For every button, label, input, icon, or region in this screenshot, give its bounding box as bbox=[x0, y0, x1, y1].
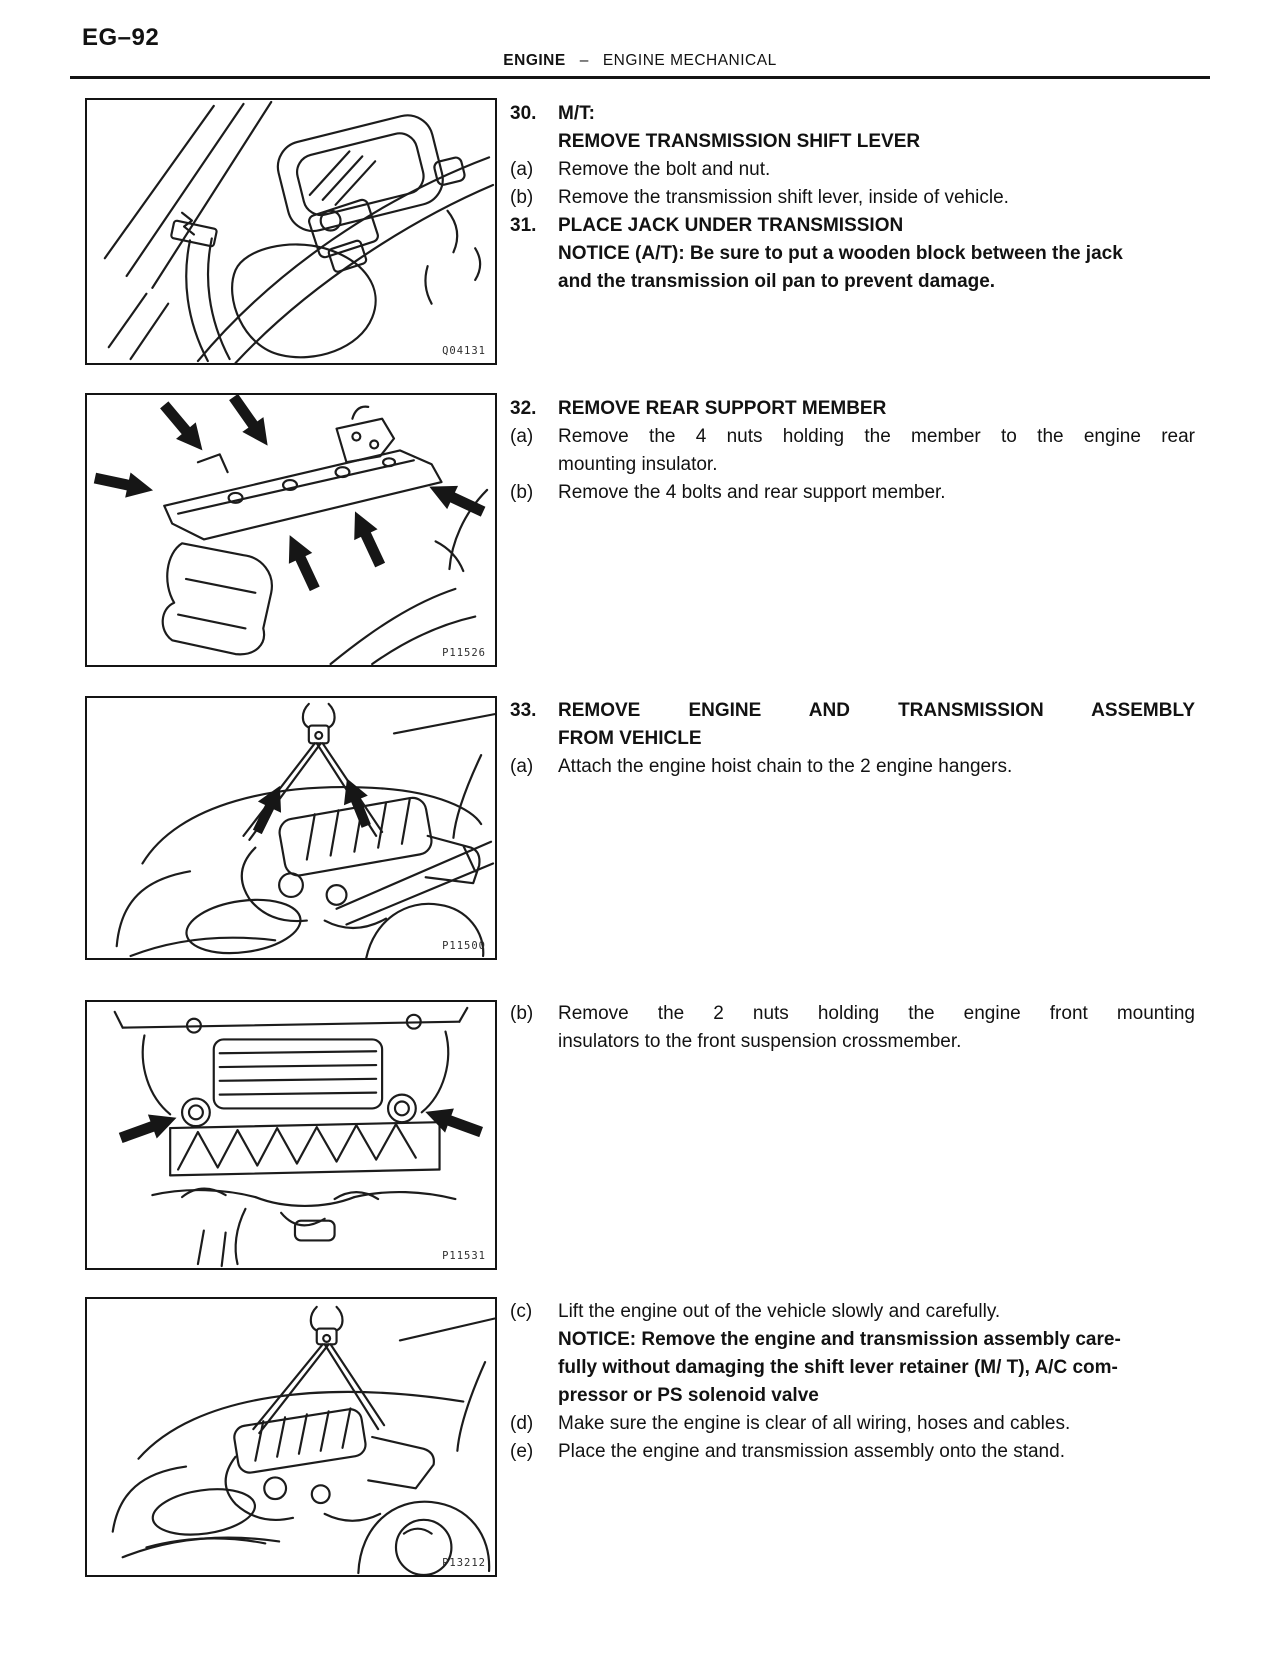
substep-text-line: Remove the 4 nuts holding the member to … bbox=[558, 426, 1195, 447]
substep-b: (b) Remove the transmission shift lever,… bbox=[510, 184, 1195, 212]
step-heading-33: 33. REMOVE ENGINE AND TRANSMISSION ASSEM… bbox=[510, 697, 1195, 753]
running-header-section: ENGINE bbox=[503, 52, 566, 69]
figure-box-engine-removal: P13212 bbox=[85, 1297, 497, 1577]
substep-d: (d) Make sure the engine is clear of all… bbox=[510, 1410, 1195, 1438]
step-heading-30: 30. M/T: REMOVE TRANSMISSION SHIFT LEVER bbox=[510, 100, 1195, 156]
substep-text: Remove the 4 bolts and rear support memb… bbox=[558, 482, 946, 503]
engine-removal-illustration bbox=[111, 1305, 495, 1575]
running-header-title: ENGINE MECHANICAL bbox=[602, 52, 777, 69]
substep-text: Place the engine and transmission assemb… bbox=[558, 1441, 1065, 1462]
notice-paragraph: NOTICE: Remove the engine and transmissi… bbox=[510, 1326, 1195, 1410]
substep-marker: (d) bbox=[510, 1413, 534, 1434]
figure-code: P11526 bbox=[442, 647, 486, 659]
notice-line: pressor or PS solenoid valve bbox=[558, 1385, 819, 1406]
notice-paragraph: NOTICE (A/T): Be sure to put a wooden bl… bbox=[510, 240, 1195, 296]
notice-indent bbox=[510, 240, 558, 296]
substep-marker: (b) bbox=[510, 1003, 534, 1024]
step-number: 32. bbox=[510, 398, 537, 419]
substep-text: Attach the engine hoist chain to the 2 e… bbox=[558, 756, 1013, 777]
figure-code: P11531 bbox=[442, 1250, 486, 1262]
substep-text: Remove the bolt and nut. bbox=[558, 159, 771, 180]
engine-hoist-illustration bbox=[115, 702, 495, 958]
figure-box-shift-lever: Q04131 bbox=[85, 98, 497, 365]
text-block-step-33: 33. REMOVE ENGINE AND TRANSMISSION ASSEM… bbox=[510, 697, 1195, 781]
text-block-step-33c-e: (c) Lift the engine out of the vehicle s… bbox=[510, 1298, 1195, 1466]
running-header-separator: – bbox=[579, 52, 589, 69]
notice-indent bbox=[510, 1326, 558, 1410]
step-number: 30. bbox=[510, 103, 537, 124]
header-rule bbox=[70, 76, 1210, 79]
running-header: ENGINE–ENGINE MECHANICAL bbox=[0, 52, 1280, 70]
substep-marker: (b) bbox=[510, 187, 534, 208]
step-title-line: FROM VEHICLE bbox=[558, 728, 702, 749]
step-title-line: M/T: bbox=[558, 103, 595, 124]
text-block-step-32: 32. REMOVE REAR SUPPORT MEMBER (a) Remov… bbox=[510, 395, 1195, 507]
step-heading-32: 32. REMOVE REAR SUPPORT MEMBER bbox=[510, 395, 1195, 423]
step-heading-31: 31. PLACE JACK UNDER TRANSMISSION bbox=[510, 212, 1195, 240]
rear-support-member-illustration bbox=[92, 395, 489, 665]
crossmember-illustration bbox=[113, 1006, 486, 1268]
notice-line: NOTICE (A/T): Be sure to put a wooden bl… bbox=[558, 243, 1123, 264]
notice-line: fully without damaging the shift lever r… bbox=[558, 1357, 1118, 1378]
substep-text: Lift the engine out of the vehicle slowl… bbox=[558, 1301, 1001, 1322]
text-block-steps-30-31: 30. M/T: REMOVE TRANSMISSION SHIFT LEVER… bbox=[510, 100, 1195, 296]
substep-c: (c) Lift the engine out of the vehicle s… bbox=[510, 1298, 1195, 1326]
step-number: 31. bbox=[510, 215, 537, 236]
substep-b: (b) Remove the 4 bolts and rear support … bbox=[510, 479, 1195, 507]
figure-code: P13212 bbox=[442, 1557, 486, 1569]
substep-marker: (a) bbox=[510, 756, 534, 777]
substep-text-line: Remove the 2 nuts holding the engine fro… bbox=[558, 1003, 1195, 1024]
substep-b: (b) Remove the 2 nuts holding the engine… bbox=[510, 1000, 1195, 1056]
substep-a: (a) Remove the bolt and nut. bbox=[510, 156, 1195, 184]
substep-text: Make sure the engine is clear of all wir… bbox=[558, 1413, 1071, 1434]
substep-marker: (c) bbox=[510, 1301, 533, 1322]
figure-box-rear-support-member: P11526 bbox=[85, 393, 497, 667]
substep-marker: (a) bbox=[510, 426, 534, 447]
figure-box-engine-hoist: P11500 bbox=[85, 696, 497, 960]
shift-lever-illustration bbox=[103, 100, 495, 363]
figure-code: P11500 bbox=[442, 940, 486, 952]
substep-a: (a) Attach the engine hoist chain to the… bbox=[510, 753, 1195, 781]
notice-line: and the transmission oil pan to prevent … bbox=[558, 271, 996, 292]
substep-marker: (e) bbox=[510, 1441, 534, 1462]
page-number: EG–92 bbox=[82, 24, 160, 51]
substep-marker: (a) bbox=[510, 159, 534, 180]
substep-a: (a) Remove the 4 nuts holding the member… bbox=[510, 423, 1195, 479]
step-title-line: PLACE JACK UNDER TRANSMISSION bbox=[558, 215, 904, 236]
substep-text-line: mounting insulator. bbox=[558, 454, 718, 475]
step-number: 33. bbox=[510, 700, 537, 721]
step-title-line: REMOVE TRANSMISSION SHIFT LEVER bbox=[558, 131, 921, 152]
step-title-line: REMOVE REAR SUPPORT MEMBER bbox=[558, 398, 887, 419]
substep-marker: (b) bbox=[510, 482, 534, 503]
substep-text: Remove the transmission shift lever, ins… bbox=[558, 187, 1009, 208]
substep-text-line: insulators to the front suspension cross… bbox=[558, 1031, 962, 1052]
substep-e: (e) Place the engine and transmission as… bbox=[510, 1438, 1195, 1466]
figure-code: Q04131 bbox=[442, 345, 486, 357]
step-title-line: REMOVE ENGINE AND TRANSMISSION ASSEMBLY bbox=[558, 700, 1195, 721]
figure-box-crossmember: P11531 bbox=[85, 1000, 497, 1270]
notice-line: NOTICE: Remove the engine and transmissi… bbox=[558, 1329, 1121, 1350]
text-block-step-33b: (b) Remove the 2 nuts holding the engine… bbox=[510, 1000, 1195, 1056]
